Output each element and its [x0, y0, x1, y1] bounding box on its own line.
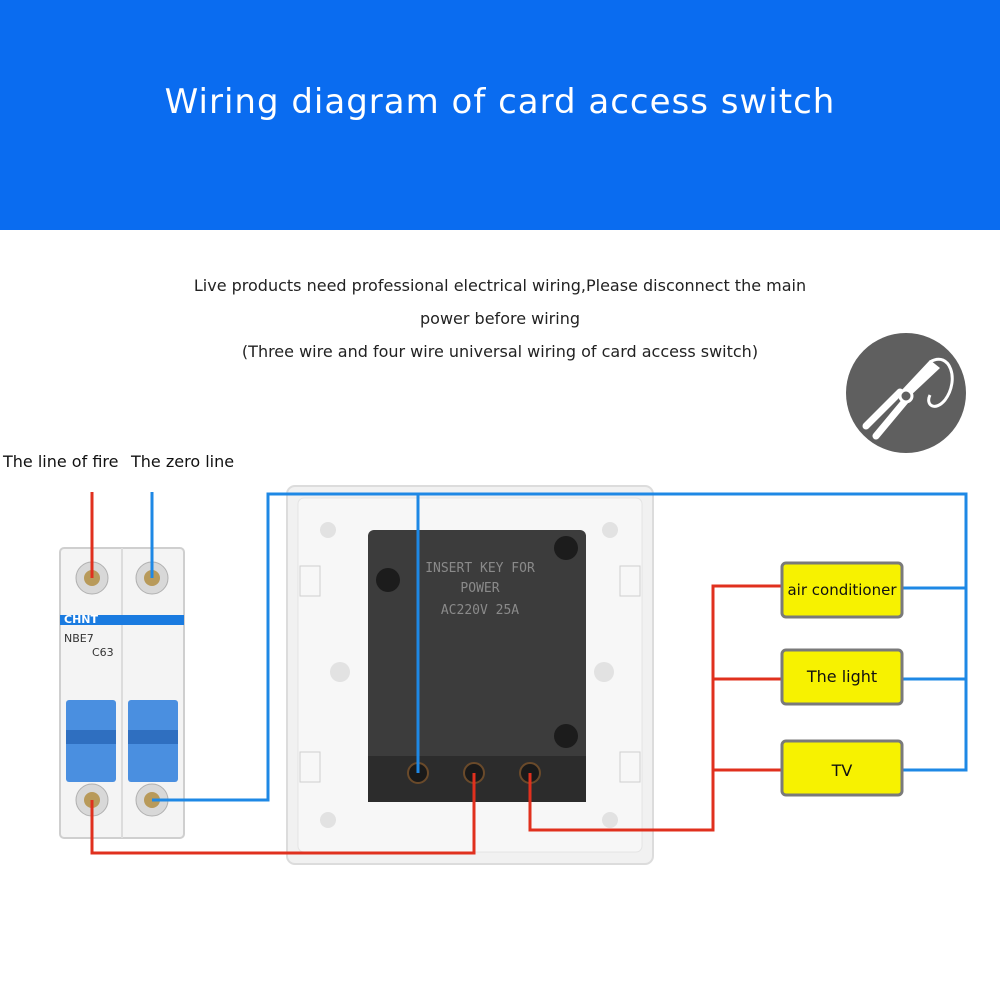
neutral-wires	[150, 492, 968, 802]
notice-line-1: Live products need professional electric…	[193, 276, 807, 295]
switch-module: INSERT KEY FOR POWER AC220V 25A	[368, 530, 586, 802]
device-label-air-conditioner: air conditioner	[787, 581, 897, 599]
notice-line-3: (Three wire and four wire universal wiri…	[241, 342, 759, 361]
device-air-conditioner: air conditioner	[780, 561, 904, 619]
breaker-rating: C63	[92, 646, 114, 659]
zero-line-label: The zero line	[131, 452, 235, 471]
circuit-breaker: CHNT NBE7 C63	[59, 547, 185, 839]
breaker-brand: CHNT	[64, 613, 98, 626]
device-light: The light	[780, 648, 904, 706]
device-tv: TV	[780, 739, 904, 797]
fire-line-label: The line of fire	[3, 452, 119, 471]
switch-stamp-line-1: INSERT KEY FOR	[425, 561, 535, 576]
page-title: Wiring diagram of card access switch	[164, 82, 836, 122]
switch-stamp-line-2: POWER	[460, 581, 499, 596]
notice-line-2: power before wiring	[420, 309, 580, 328]
header-banner: Wiring diagram of card access switch	[0, 0, 1000, 230]
device-label-light: The light	[806, 667, 877, 686]
breaker-model: NBE7	[64, 632, 94, 645]
switch-stamp-line-3: AC220V 25A	[441, 603, 519, 618]
live-wires	[90, 492, 782, 855]
device-label-tv: TV	[831, 761, 853, 780]
pliers-icon	[846, 333, 966, 453]
